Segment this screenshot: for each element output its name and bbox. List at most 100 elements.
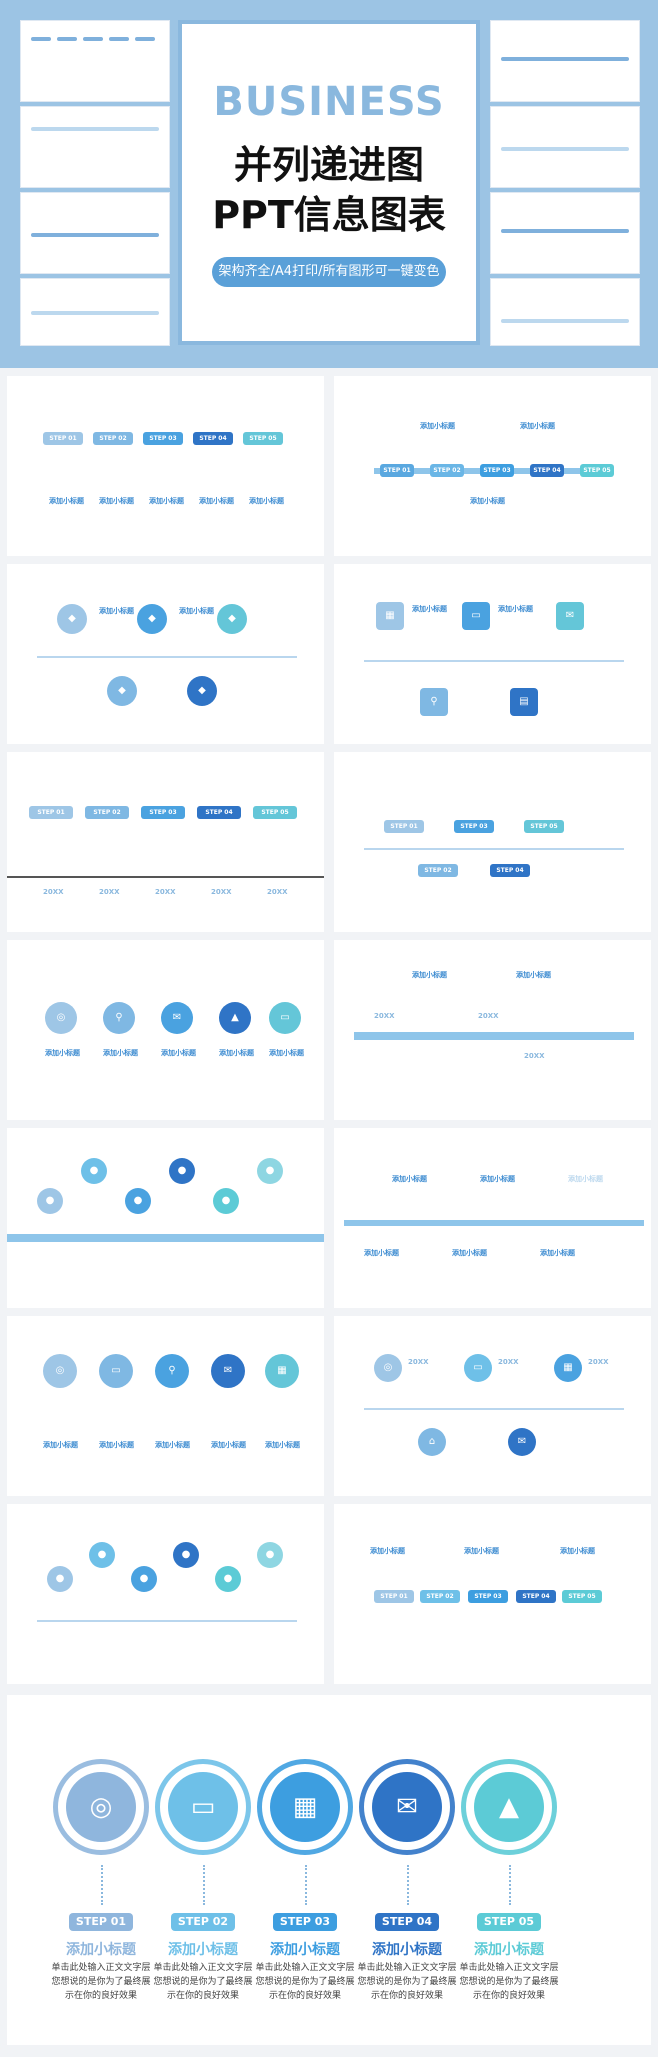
pin-icon: ● [89, 1542, 115, 1568]
mini-title: 添加小标题 [520, 422, 555, 430]
year-label: 20XX [588, 1358, 609, 1366]
thumbnail-1 [20, 20, 170, 102]
step-ring [257, 1759, 353, 1855]
chart-icon: ▲ [219, 1002, 251, 1034]
thumbnail-5 [490, 20, 640, 102]
step-label: STEP 03 [480, 464, 514, 477]
step-label: STEP 04 [375, 1913, 439, 1931]
square-icon: ▦ [376, 602, 404, 630]
mini-title: 添加小标题 [412, 605, 447, 613]
main-title-line2: PPT信息图表 [212, 193, 446, 237]
monitor-icon: ▭ [464, 1354, 492, 1382]
mini-title: 添加小标题 [269, 1049, 304, 1057]
slide-preview-3[interactable]: ◆ ◆ ◆ ◆ ◆ 添加小标题 添加小标题 [7, 564, 324, 744]
pin-icon: ● [213, 1188, 239, 1214]
target-icon: ◎ [66, 1772, 136, 1842]
step-label: STEP 01 [374, 1590, 414, 1603]
step-label: STEP 03 [273, 1913, 337, 1931]
step-label: STEP 01 [69, 1913, 133, 1931]
mini-title: 添加小标题 [211, 1441, 246, 1449]
step-label: STEP 01 [384, 820, 424, 833]
step-title: 添加小标题 [168, 1942, 238, 1958]
step-title: 添加小标题 [66, 1942, 136, 1958]
chart-icon: ▲ [474, 1772, 544, 1842]
mini-title: 添加小标题 [370, 1547, 405, 1555]
year-label: 20XX [211, 888, 232, 896]
mini-title: 添加小标题 [179, 607, 214, 615]
step-label: STEP 02 [85, 806, 129, 819]
step-label: STEP 05 [562, 1590, 602, 1603]
mini-title: 添加小标题 [219, 1049, 254, 1057]
slide-preview-10[interactable]: 添加小标题 添加小标题 添加小标题 添加小标题 添加小标题 添加小标题 [334, 1128, 651, 1308]
slide-preview-5[interactable]: STEP 01 STEP 02 STEP 03 STEP 04 STEP 05 … [7, 752, 324, 932]
mini-title: 添加小标题 [99, 1441, 134, 1449]
slide-preview-7[interactable]: ◎ ⚲ ✉ ▲ ▭ 添加小标题 添加小标题 添加小标题 添加小标题 添加小标题 [7, 940, 324, 1120]
pin-icon: ● [215, 1566, 241, 1592]
slide-preview-12[interactable]: ◎ ▭ ▦ ⌂ ✉ 20XX 20XX 20XX [334, 1316, 651, 1496]
step-label: STEP 04 [197, 806, 241, 819]
calendar-icon: ▦ [554, 1354, 582, 1382]
slide-preview-2[interactable]: STEP 01 STEP 02 STEP 03 STEP 04 STEP 05 … [334, 376, 651, 556]
diamond-icon: ◆ [217, 604, 247, 634]
step-label: STEP 03 [141, 806, 185, 819]
step-description: 单击此处输入正文文字层您想说的是你为了最终展示在你的良好效果 [255, 1963, 355, 2001]
step-description: 单击此处输入正文文字层您想说的是你为了最终展示在你的良好效果 [153, 1963, 253, 2001]
slide-preview-8[interactable]: 添加小标题 添加小标题 20XX 20XX 20XX [334, 940, 651, 1120]
step-ring [155, 1759, 251, 1855]
target-icon: ◎ [43, 1354, 77, 1388]
step-description: 单击此处输入正文文字层您想说的是你为了最终展示在你的良好效果 [459, 1963, 559, 2001]
pin-icon: ● [47, 1566, 73, 1592]
step-label: STEP 05 [580, 464, 614, 477]
step-label: STEP 02 [420, 1590, 460, 1603]
connector-dots [407, 1865, 409, 1905]
search-icon: ⚲ [103, 1002, 135, 1034]
thumbnail-7 [490, 192, 640, 274]
mini-title: 添加小标题 [498, 605, 533, 613]
step-label: STEP 03 [143, 432, 183, 445]
step-label: STEP 03 [468, 1590, 508, 1603]
year-label: 20XX [408, 1358, 429, 1366]
thumbnail-3 [20, 192, 170, 274]
slide-preview-6[interactable]: STEP 01 STEP 03 STEP 05 STEP 02 STEP 04 [334, 752, 651, 932]
thumbnail-8 [490, 278, 640, 346]
feature-tag: 架构齐全/A4打印/所有图形可一键变色 [212, 257, 446, 287]
slide-preview-14[interactable]: STEP 01 STEP 02 STEP 03 STEP 04 STEP 05 … [334, 1504, 651, 1684]
monitor-icon: ▭ [99, 1354, 133, 1388]
slide-preview-9[interactable]: ● ● ● ● ● ● [7, 1128, 324, 1308]
mini-title: 添加小标题 [149, 497, 184, 505]
home-icon: ⌂ [418, 1428, 446, 1456]
year-label: 20XX [498, 1358, 519, 1366]
slide-preview-1[interactable]: STEP 01 STEP 02 STEP 03 STEP 04 STEP 05 … [7, 376, 324, 556]
mail-icon: ✉ [508, 1428, 536, 1456]
diamond-icon: ◆ [137, 604, 167, 634]
mini-title: 添加小标题 [364, 1249, 399, 1257]
mini-title: 添加小标题 [392, 1175, 427, 1183]
pin-icon: ● [173, 1542, 199, 1568]
square-icon: ▭ [462, 602, 490, 630]
mini-title: 添加小标题 [516, 971, 551, 979]
step-ring [53, 1759, 149, 1855]
step-label: STEP 01 [380, 464, 414, 477]
connector-dots [203, 1865, 205, 1905]
slide-preview-13[interactable]: ● ● ● ● ● ● [7, 1504, 324, 1684]
slide-preview-11[interactable]: ◎ ▭ ⚲ ✉ ▦ 添加小标题 添加小标题 添加小标题 添加小标题 添加小标题 [7, 1316, 324, 1496]
main-title-line1: 并列递进图 [233, 143, 424, 187]
thumbnail-4 [20, 278, 170, 346]
featured-slide: ◎ STEP 01 添加小标题单击此处输入正文文字层您想说的是你为了最终展示在你的良… [7, 1695, 651, 2045]
search-icon: ⚲ [155, 1354, 189, 1388]
slide-preview-4[interactable]: ▦ ▭ ✉ ⚲ ▤ 添加小标题 添加小标题 [334, 564, 651, 744]
year-label: 20XX [43, 888, 64, 896]
mini-title: 添加小标题 [420, 422, 455, 430]
square-icon: ✉ [556, 602, 584, 630]
pin-icon: ● [37, 1188, 63, 1214]
step-label: STEP 05 [243, 432, 283, 445]
connector-dots [305, 1865, 307, 1905]
year-label: 20XX [99, 888, 120, 896]
diamond-icon: ◆ [57, 604, 87, 634]
mini-title: 添加小标题 [161, 1049, 196, 1057]
year-label: 20XX [155, 888, 176, 896]
pin-icon: ● [81, 1158, 107, 1184]
mini-title: 添加小标题 [480, 1175, 515, 1183]
mini-title: 添加小标题 [49, 497, 84, 505]
square-icon: ⚲ [420, 688, 448, 716]
